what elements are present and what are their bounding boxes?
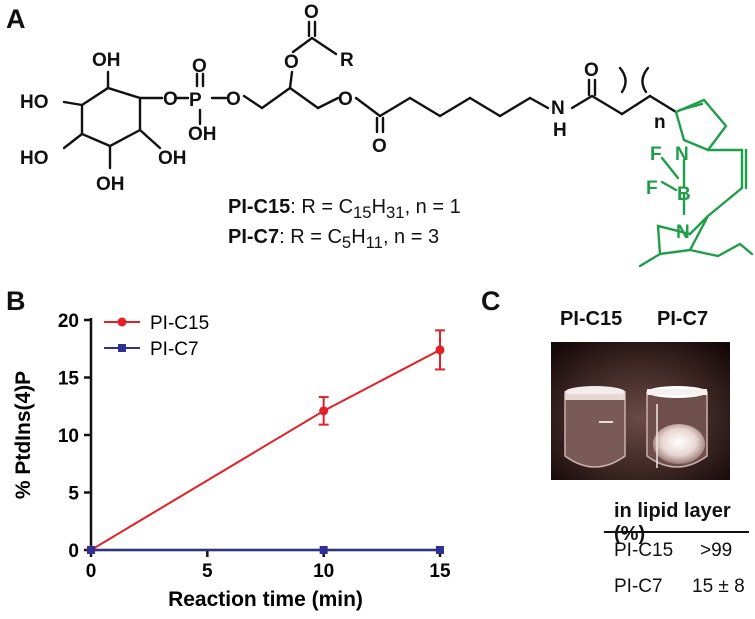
- label-n: N: [551, 98, 565, 119]
- label-o: O: [226, 89, 241, 110]
- label-oh: OH: [158, 148, 187, 169]
- caption-text: : R = C: [279, 226, 342, 248]
- table-row-name: PI-C15: [614, 540, 674, 561]
- label-oh: OH: [96, 174, 125, 195]
- label-bodipy-f: F: [650, 144, 662, 165]
- label-bodipy-b: B: [677, 184, 691, 205]
- label-o: O: [192, 56, 207, 77]
- tube-label-pi-c15: PI-C15: [560, 308, 623, 330]
- x-tick-label: 5: [202, 561, 213, 582]
- caption-text: H: [371, 196, 387, 218]
- label-ho: HO: [20, 148, 49, 169]
- label-oh: OH: [188, 124, 217, 145]
- label-o: O: [163, 89, 178, 110]
- caption-subscript: 11: [365, 233, 383, 252]
- label-o: O: [304, 2, 319, 23]
- label-p: P: [189, 90, 202, 111]
- caption-subscript: 5: [341, 233, 352, 252]
- label-h: H: [553, 120, 567, 141]
- label-bodipy-n: N: [676, 222, 690, 243]
- y-tick-label: 0: [68, 541, 79, 562]
- label-n-subscript: n: [654, 112, 666, 133]
- compound-name: PI-C15: [228, 196, 291, 218]
- compound-caption-pi-c7: PI-C7: R = C5H11, n = 3: [228, 226, 439, 253]
- table-row-value: 15 ± 8: [692, 576, 745, 597]
- label-oh: OH: [92, 50, 121, 71]
- panel-label-b: B: [6, 286, 26, 316]
- x-tick-label: 0: [86, 561, 97, 582]
- caption-subscript: 15: [353, 203, 372, 222]
- label-o: O: [338, 89, 353, 110]
- data-point: [436, 546, 444, 554]
- data-point: [435, 345, 445, 355]
- legend-label: PI-C7: [150, 339, 199, 360]
- caption-text: , n = 3: [382, 226, 440, 248]
- y-axis-label: % PtdIns(4)P: [12, 371, 35, 499]
- x-axis-label: Reaction time (min): [168, 588, 363, 611]
- compound-caption-pi-c15: PI-C15: R = C15H31, n = 1: [228, 196, 461, 223]
- data-point: [87, 546, 95, 554]
- data-point: [319, 406, 329, 416]
- caption-text: , n = 1: [404, 196, 461, 218]
- y-tick-label: 15: [58, 369, 80, 390]
- y-tick-label: 5: [68, 484, 79, 505]
- caption-subscript: 31: [386, 203, 405, 222]
- tube-label-pi-c7: PI-C7: [657, 308, 709, 330]
- compound-name: PI-C7: [228, 226, 280, 248]
- y-tick-label: 20: [58, 311, 79, 332]
- data-point: [319, 546, 328, 554]
- panel-label-c: C: [481, 286, 501, 316]
- series-line: [90, 349, 441, 551]
- label-bodipy-n: N: [675, 144, 689, 165]
- chemical-structure: OH HO HO OH OH O P O OH O O R O O O N H …: [20, 2, 754, 268]
- caption-text: : R = C: [290, 196, 354, 218]
- tubes-photo: [551, 342, 730, 480]
- table-row-name: PI-C7: [614, 576, 663, 597]
- y-tick-label: 10: [58, 426, 79, 447]
- table-divider: [604, 531, 749, 533]
- x-tick-label: 10: [313, 561, 334, 582]
- caption-text: H: [351, 226, 366, 248]
- panel-label-a: A: [6, 4, 26, 34]
- legend-marker: [117, 317, 127, 327]
- table-header: in lipid layer (%): [614, 500, 731, 545]
- table-row-value: >99: [700, 540, 733, 561]
- x-tick-label: 15: [429, 561, 451, 582]
- label-ho: HO: [20, 92, 49, 113]
- label-o: O: [584, 60, 599, 81]
- legend-label: PI-C15: [150, 313, 209, 334]
- legend-marker: [118, 344, 126, 352]
- label-o: O: [372, 136, 387, 157]
- label-bodipy-f: F: [646, 178, 658, 199]
- label-o: O: [284, 52, 299, 73]
- label-r: R: [340, 50, 354, 71]
